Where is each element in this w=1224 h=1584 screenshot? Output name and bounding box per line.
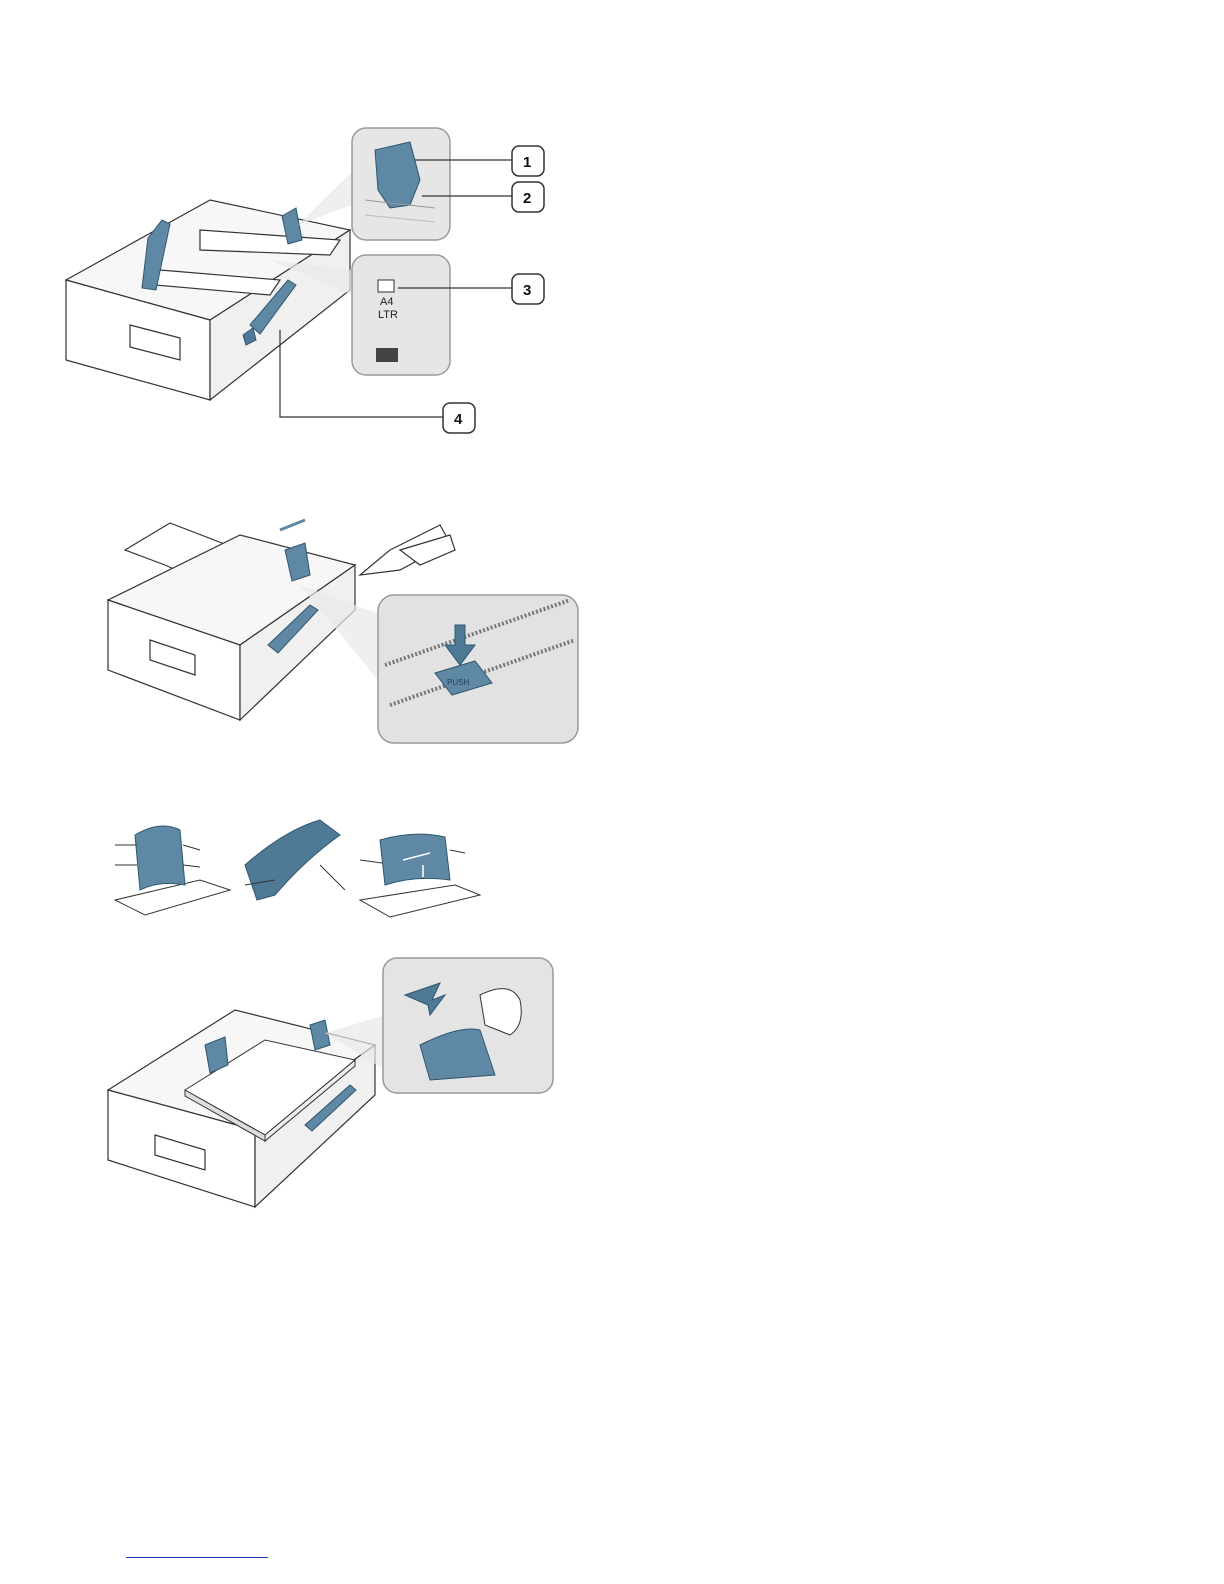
paper-load-illustration [100,955,560,1215]
paper-flex-illustration [105,805,495,920]
svg-text:3: 3 [523,282,531,299]
svg-text:1: 1 [523,154,531,171]
callout-1: 1 [512,146,544,176]
link-underline[interactable] [126,1557,268,1558]
a4-size-mark: A4 [380,296,393,308]
flex-panel-2 [245,820,345,900]
tray-extend-figure: PUSH [100,495,600,770]
flex-panel-1 [115,826,230,915]
tray-overview-figure: A4 LTR 1 2 3 4 [60,120,560,440]
paper-load-figure [100,955,560,1215]
callout-4: 4 [443,403,475,433]
tray-overview-illustration: A4 LTR 1 2 3 4 [60,120,560,440]
callout-2: 2 [512,182,544,212]
callout-3: 3 [512,274,544,304]
svg-text:4: 4 [454,411,463,428]
push-zoom-panel: PUSH [300,585,578,743]
paper-flex-figure [105,805,495,920]
svg-text:2: 2 [523,190,531,207]
flex-panel-3 [360,834,480,917]
paper-tray [66,200,350,400]
tray-extend-illustration: PUSH [100,495,600,770]
push-tab-label: PUSH [447,678,469,687]
ltr-size-mark: LTR [378,309,398,321]
paper-tray [108,535,355,720]
